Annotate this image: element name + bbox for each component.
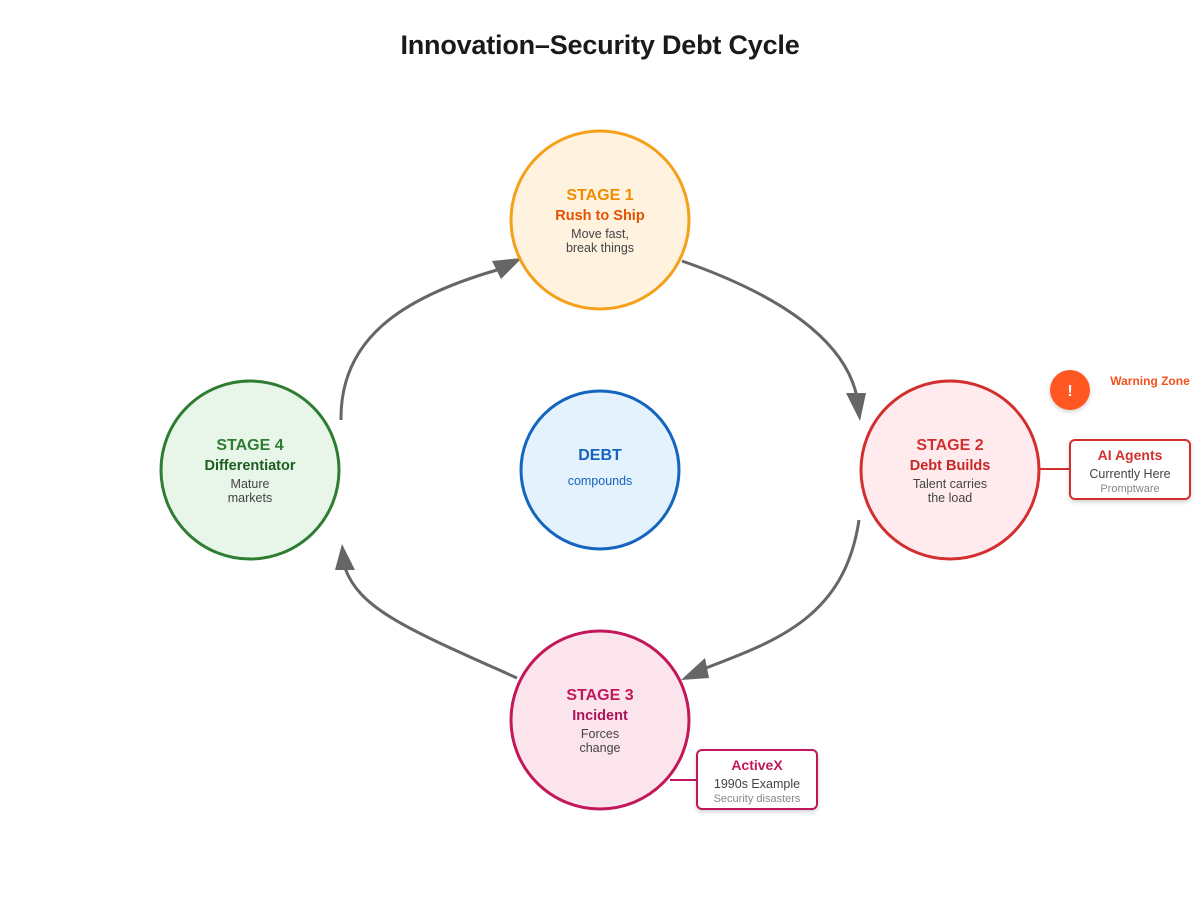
diagram-title: Innovation–Security Debt Cycle: [400, 30, 800, 60]
arrow-stage2-to-stage3: [705, 519, 861, 670]
stage-3-desc-line2: change: [579, 741, 620, 755]
stage-3-node: STAGE 3 Incident Forces change: [509, 629, 691, 811]
warning-label: Warning Zone: [1110, 374, 1190, 388]
warning-zone: ! Warning Zone: [1050, 370, 1190, 410]
stage-3-desc-line1: Forces: [581, 727, 619, 741]
stage-4-desc-line2: markets: [228, 491, 272, 505]
arrowhead-stage3: [681, 658, 709, 680]
activex-line2: Security disasters: [714, 793, 801, 805]
stage-2-node: STAGE 2 Debt Builds Talent carries the l…: [859, 379, 1041, 561]
stage-2-desc-line2: the load: [928, 491, 973, 505]
stage-4-label: STAGE 4: [216, 437, 283, 454]
center-subtitle: compounds: [568, 474, 633, 488]
arrowhead-stage1: [492, 258, 522, 279]
activex-line1: 1990s Example: [714, 777, 800, 791]
stage-2-label: STAGE 2: [916, 437, 983, 454]
ai-agents-line2: Promptware: [1100, 483, 1159, 495]
warning-mark: !: [1067, 383, 1072, 400]
stage-1-name: Rush to Ship: [555, 208, 645, 224]
center-debt-node: DEBT compounds: [519, 389, 681, 551]
arrow-stage3-to-stage4: [343, 567, 518, 680]
arrow-stage4-to-stage1: [339, 268, 498, 421]
stage-4-desc-line1: Mature: [231, 477, 270, 491]
stage-1-label: STAGE 1: [566, 187, 633, 204]
ai-agents-line1: Currently Here: [1089, 467, 1170, 481]
stage-1-desc-line1: Move fast,: [571, 227, 629, 241]
arrow-stage1-to-stage2: [681, 259, 859, 398]
warning-icon: [1050, 370, 1090, 410]
stage-2-desc-line1: Talent carries: [913, 477, 987, 491]
stage-1-node: STAGE 1 Rush to Ship Move fast, break th…: [509, 129, 691, 311]
activex-callout: ActiveX 1990s Example Security disasters: [696, 749, 818, 810]
cycle-arrows: [335, 258, 866, 680]
stage-4-node: STAGE 4 Differentiator Mature markets: [159, 379, 341, 561]
stage-3-name: Incident: [572, 708, 628, 724]
activex-title: ActiveX: [731, 757, 783, 773]
stage-2-name: Debt Builds: [910, 458, 991, 474]
ai-agents-title: AI Agents: [1098, 447, 1163, 463]
stage-3-label: STAGE 3: [566, 687, 633, 704]
center-title: DEBT: [578, 447, 622, 464]
arrowhead-stage4: [335, 544, 355, 570]
ai-agents-callout: AI Agents Currently Here Promptware: [1069, 439, 1191, 500]
stage-1-desc-line2: break things: [566, 241, 634, 255]
stage-4-name: Differentiator: [204, 458, 295, 474]
arrowhead-stage2: [846, 393, 866, 421]
